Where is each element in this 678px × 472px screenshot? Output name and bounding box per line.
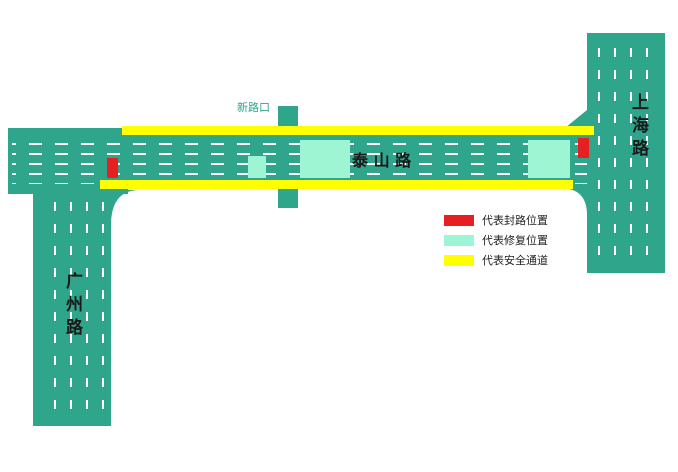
corner-fill-sw [111,190,140,225]
new-junction-label: 新路口 [237,101,270,114]
corner-fill-se [560,188,587,215]
new-junction-road-north [278,106,298,132]
guangzhou-road-markings [40,200,104,420]
legend-label-safe: 代表安全通道 [482,254,548,267]
legend: 代表封路位置 代表修复位置 代表安全通道 [444,210,548,270]
new-junction-road-south [278,188,298,208]
repair-area [248,156,266,178]
repair-area [300,140,350,178]
legend-swatch-blocked [444,214,474,226]
legend-label-blocked: 代表封路位置 [482,214,548,227]
legend-swatch-repair [444,234,474,246]
legend-swatch-safe [444,254,474,266]
legend-row-repair: 代表修复位置 [444,230,548,250]
legend-row-blocked: 代表封路位置 [444,210,548,230]
shanghai-road-label: 上海路 [628,93,648,162]
safe-channel-south [100,180,573,189]
taishan-road-markings [12,136,587,184]
repair-area [528,140,570,178]
legend-row-safe: 代表安全通道 [444,250,548,270]
taishan-road-label: 泰 山 路 [352,151,412,170]
legend-label-repair: 代表修复位置 [482,234,548,247]
blocked-position-west [107,158,118,178]
shanghai-road-markings [594,40,658,268]
guangzhou-road-label: 广州路 [62,272,82,341]
safe-channel-north [122,126,594,135]
blocked-position-east [578,138,589,158]
